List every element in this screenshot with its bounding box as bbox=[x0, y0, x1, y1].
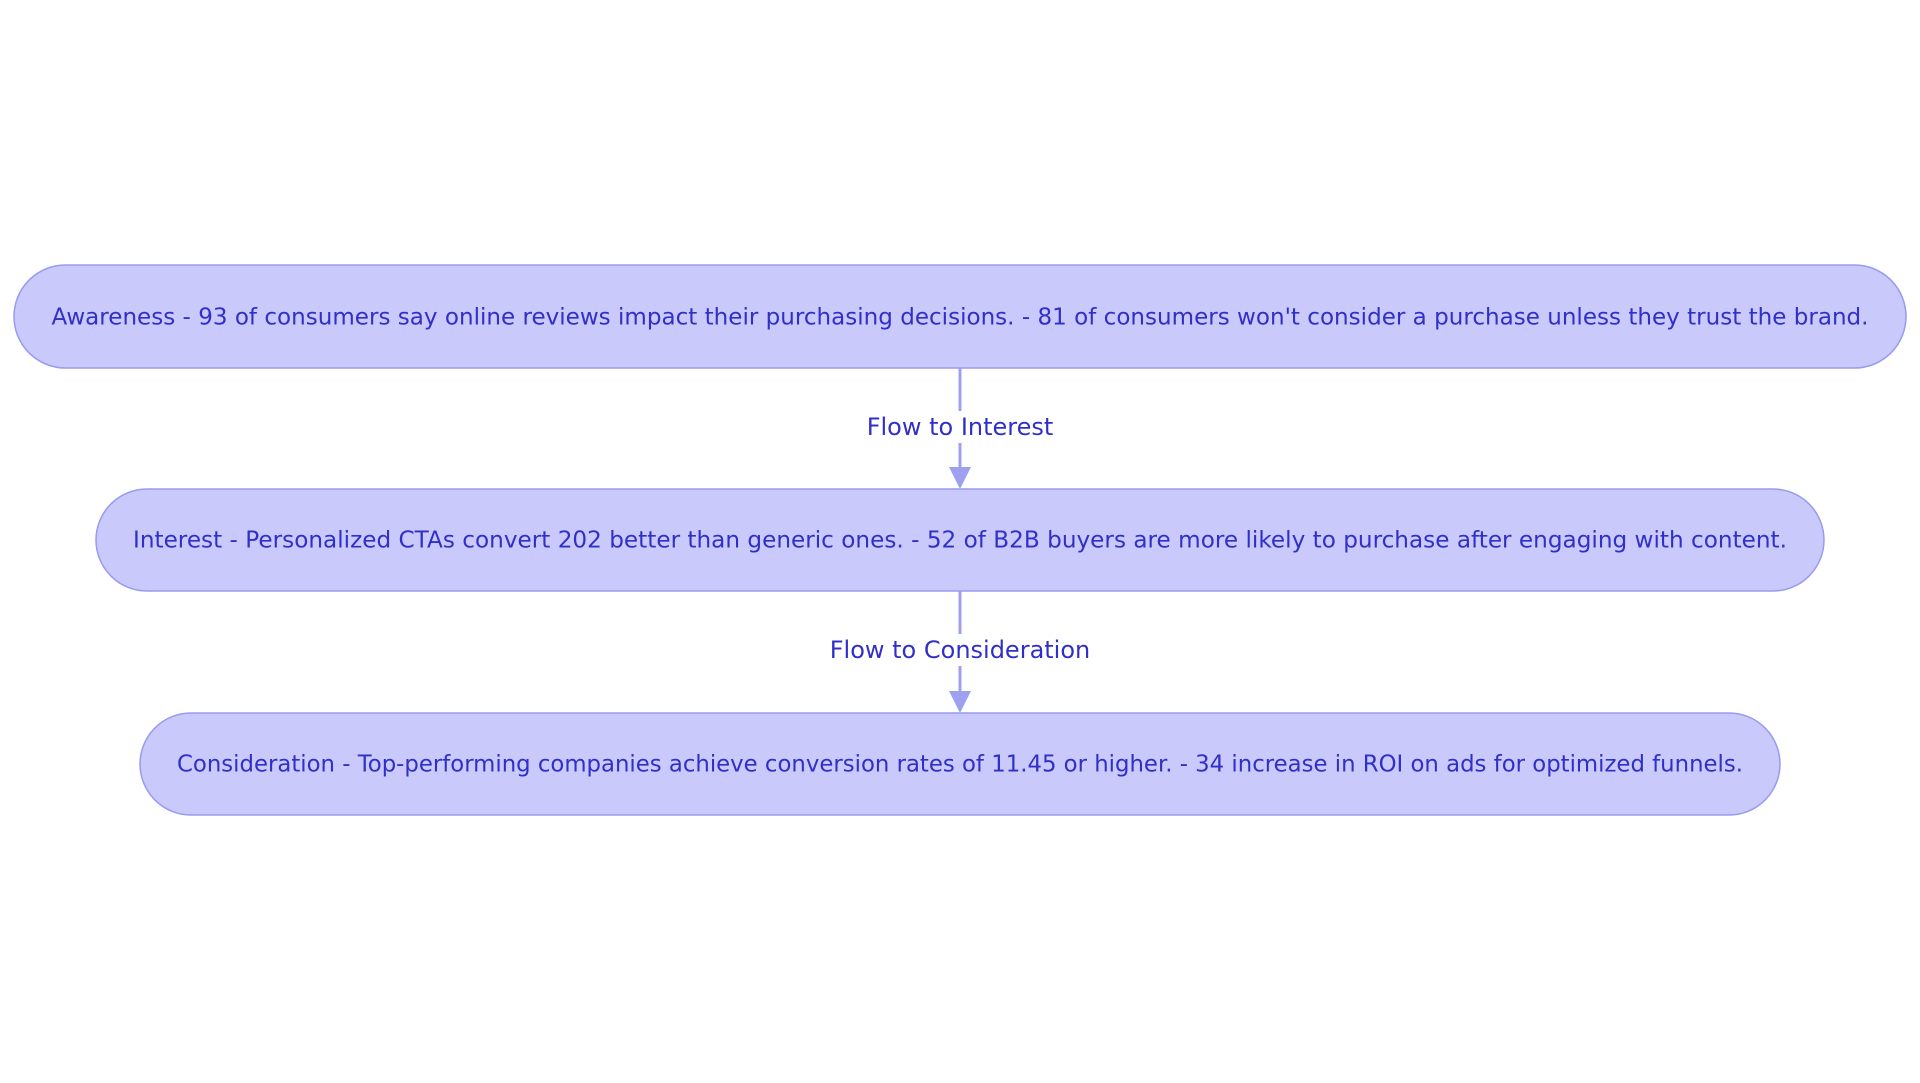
edge-label-flow-to-consideration: Flow to Consideration bbox=[830, 636, 1091, 664]
node-interest: Interest - Personalized CTAs convert 202… bbox=[95, 488, 1825, 592]
edge-label-background bbox=[822, 634, 1098, 666]
edge-interest-to-consideration: Flow to Consideration bbox=[822, 591, 1098, 713]
node-shape bbox=[13, 264, 1907, 369]
edge-label-flow-to-interest: Flow to Interest bbox=[867, 413, 1054, 441]
edge-label-background bbox=[860, 411, 1060, 443]
arrowhead-icon bbox=[949, 467, 971, 489]
node-label-interest: Interest - Personalized CTAs convert 202… bbox=[133, 526, 1787, 554]
node-shape bbox=[95, 488, 1825, 592]
arrowhead-icon bbox=[949, 691, 971, 713]
edge-awareness-to-interest: Flow to Interest bbox=[860, 368, 1060, 489]
node-consideration: Consideration - Top-performing companies… bbox=[139, 712, 1781, 816]
node-shape bbox=[139, 712, 1781, 816]
node-label-awareness: Awareness - 93 of consumers say online r… bbox=[52, 303, 1869, 331]
node-awareness: Awareness - 93 of consumers say online r… bbox=[13, 264, 1907, 369]
node-label-consideration: Consideration - Top-performing companies… bbox=[177, 750, 1743, 778]
